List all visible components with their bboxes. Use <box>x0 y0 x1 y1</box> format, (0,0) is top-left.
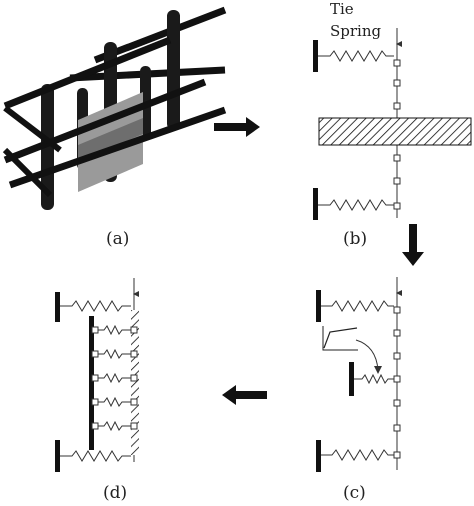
panel-a-label: (a) <box>106 229 129 249</box>
panel-d-drawing <box>55 278 139 472</box>
panel-b-label: (b) <box>343 229 367 249</box>
panel-d-label: (d) <box>103 483 127 503</box>
arrow-right <box>214 117 260 137</box>
panel-b-drawing <box>313 28 472 220</box>
panel-c-label: (c) <box>343 483 366 503</box>
arrow-left <box>222 385 267 405</box>
panel-c-drawing <box>316 277 402 472</box>
spring-label: Spring <box>330 22 382 40</box>
arrow-down <box>402 224 424 266</box>
tie-label: Tie <box>330 0 354 18</box>
panel-a-drawing <box>2 6 227 210</box>
